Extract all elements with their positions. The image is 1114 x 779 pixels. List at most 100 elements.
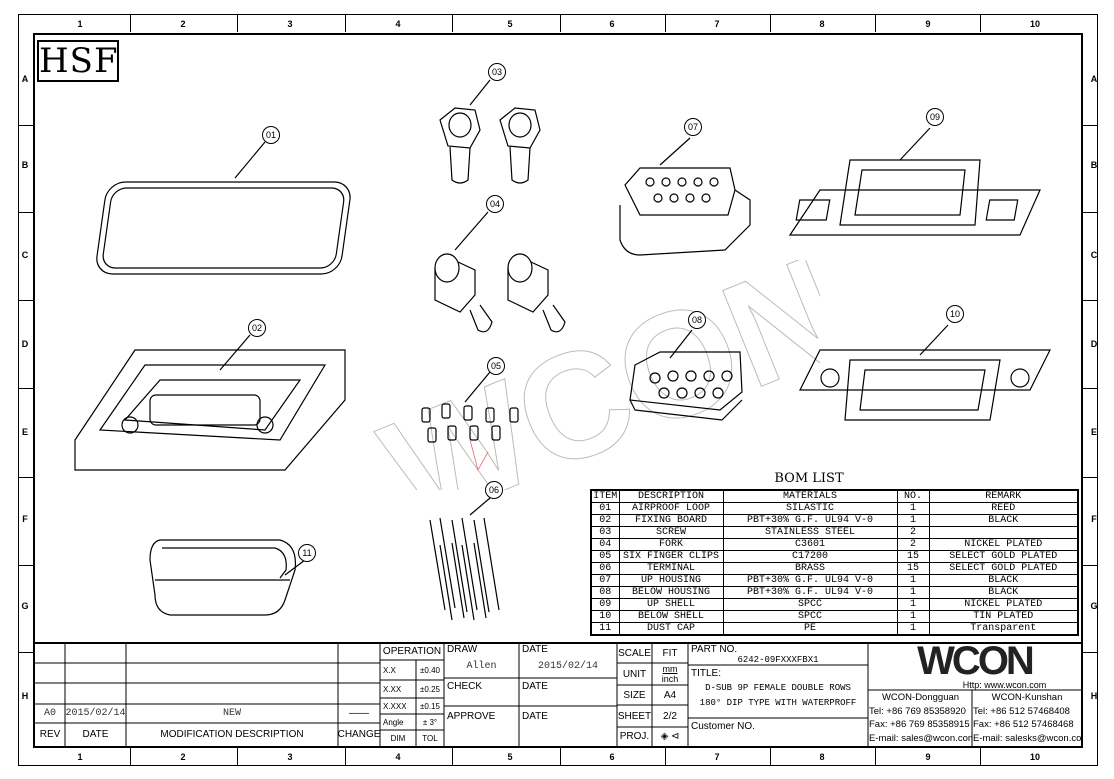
sheet-value: 2/2: [663, 710, 677, 722]
grid-column-label: 7: [714, 19, 720, 29]
grid-row-label: H: [21, 691, 29, 701]
grid-column-label: 7: [714, 752, 720, 762]
bom-cell: Transparent: [928, 622, 1079, 636]
part-06-terminals: [429, 497, 500, 621]
grid-column-label: 2: [180, 752, 186, 762]
grid-tick: [18, 212, 33, 213]
grid-column-label: 1: [77, 19, 83, 29]
grid-row-label: A: [1090, 74, 1098, 84]
grid-row-label: E: [1090, 427, 1097, 437]
grid-column-label: 3: [287, 19, 293, 29]
office-tel: Tel: +86 769 85358920: [869, 705, 966, 717]
part-09-up-shell: [788, 127, 1041, 236]
change-header: CHANGE: [338, 729, 380, 740]
office-email: E-mail: sales@wcon.com: [869, 732, 972, 744]
part-08-below-housing: [629, 329, 743, 421]
tolerance-value: ±0.40: [420, 665, 440, 675]
office-name: WCON-Dongguan: [881, 692, 960, 703]
grid-tick: [1083, 125, 1098, 126]
wcon-logo: WCON: [917, 642, 1035, 680]
grid-column-label: 5: [507, 752, 513, 762]
part-10-below-shell: [799, 324, 1051, 421]
balloon-07: 07: [684, 118, 702, 136]
approve-label: APPROVE: [447, 710, 496, 722]
tolerance-dim: X.XX: [383, 684, 402, 694]
grid-tick: [665, 748, 666, 766]
bom-cell: TIN PLATED: [928, 610, 1079, 623]
grid-row-label: D: [1090, 339, 1098, 349]
part-03-screws: [439, 79, 541, 184]
tolerance-dim: X.XXX: [383, 701, 407, 711]
grid-tick: [18, 652, 33, 653]
approve-date-label: DATE: [522, 710, 548, 722]
grid-row-label: E: [21, 427, 28, 437]
unit-value: mm inch: [652, 664, 688, 685]
rev-value: A0: [43, 708, 56, 719]
grid-tick: [1083, 300, 1098, 301]
grid-tick: [452, 14, 453, 32]
unit-label: UNIT: [622, 668, 647, 680]
check-label: CHECK: [447, 680, 483, 692]
grid-tick: [980, 748, 981, 766]
check-date-label: DATE: [522, 680, 548, 692]
unit-secondary: inch: [661, 674, 679, 684]
grid-tick: [770, 748, 771, 766]
office-tel: Tel: +86 512 57468408: [973, 705, 1070, 717]
grid-column-label: 10: [1029, 752, 1040, 762]
grid-column-label: 9: [925, 752, 931, 762]
grid-tick: [1083, 652, 1098, 653]
grid-row-label: G: [1090, 601, 1098, 611]
grid-tick: [345, 14, 346, 32]
grid-tick: [1083, 388, 1098, 389]
drawing-border: [33, 33, 1083, 748]
part-07-up-housing: [619, 137, 751, 256]
grid-tick: [130, 748, 131, 766]
tolerance-dim: X.X: [383, 665, 396, 675]
modification-header: MODIFICATION DESCRIPTION: [160, 729, 304, 740]
rev-header: REV: [39, 729, 61, 740]
part-05-clips: [421, 371, 519, 472]
grid-tick: [560, 14, 561, 32]
grid-tick: [18, 300, 33, 301]
balloon-11: 11: [298, 544, 316, 562]
date-header: DATE: [82, 729, 109, 740]
grid-row-label: H: [1090, 691, 1098, 701]
scale-label: SCALE: [618, 647, 651, 659]
grid-column-label: 8: [819, 752, 825, 762]
grid-column-label: 8: [819, 19, 825, 29]
watermark: WCON: [361, 260, 820, 490]
balloon-04: 04: [486, 195, 504, 213]
office-name: WCON-Kunshan: [991, 692, 1063, 703]
outer-frame: [18, 14, 1098, 766]
scale-value: FIT: [662, 647, 678, 659]
grid-tick: [980, 14, 981, 32]
grid-column-label: 6: [609, 19, 615, 29]
grid-row-label: C: [1090, 250, 1098, 260]
grid-tick: [18, 565, 33, 566]
grid-tick: [1083, 565, 1098, 566]
grid-tick: [18, 125, 33, 126]
rev-description-value: NEW: [222, 708, 241, 719]
balloon-10: 10: [946, 305, 964, 323]
grid-column-label: 9: [925, 19, 931, 29]
grid-row-label: F: [22, 514, 28, 524]
balloon-01: 01: [262, 126, 280, 144]
draw-value: Allen: [466, 660, 497, 672]
grid-tick: [560, 748, 561, 766]
draw-date-value: 2015/02/14: [537, 660, 598, 672]
grid-tick: [18, 388, 33, 389]
part-11-dust-cap: [149, 539, 306, 616]
draw-date-label: DATE: [522, 644, 548, 655]
grid-row-label: A: [21, 74, 29, 84]
part-01-airproof-loop: [96, 141, 351, 275]
bom-cell: DUST CAP: [618, 622, 724, 636]
grid-tick: [875, 748, 876, 766]
grid-tick: [237, 14, 238, 32]
grid-tick: [875, 14, 876, 32]
